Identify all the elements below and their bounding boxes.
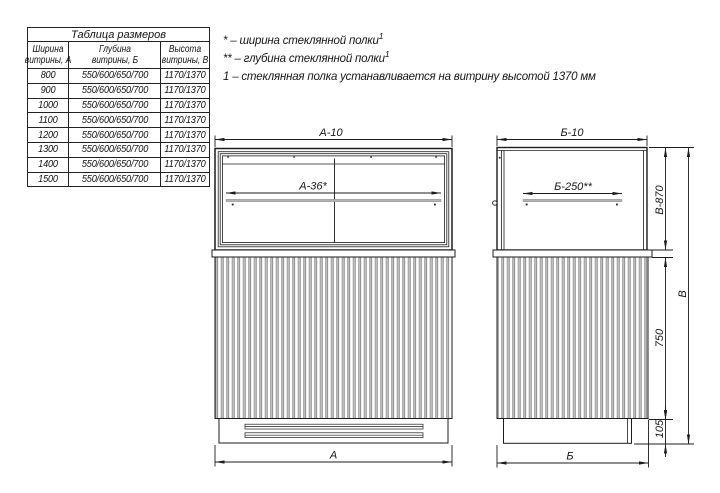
side-glass-shelf (522, 199, 623, 202)
footnotes: * – ширина стеклянной полки1 ** – глубин… (223, 32, 596, 86)
front-corrugated-body (214, 256, 453, 419)
side-dim-width-label: Б (566, 451, 573, 463)
side-dim-glass-height-label: В-870 (654, 184, 666, 214)
side-corrugated-body (496, 256, 649, 419)
side-counter-band (492, 249, 653, 258)
side-dim-plinth-height-label: 105 (654, 419, 666, 438)
side-dim-shelf-label: Б-250** (554, 181, 592, 193)
side-view (492, 135, 694, 468)
front-glass-shelf (225, 199, 442, 202)
front-counter-band (211, 249, 456, 258)
front-plinth (218, 418, 449, 444)
front-dim-top (214, 135, 453, 147)
table-cell: 1170/1370 (159, 97, 211, 114)
dimension-labels: А-10 А-36* А Б-10 Б-250** Б В-870 750 10… (298, 127, 689, 463)
front-dim-shelf (226, 191, 441, 195)
side-plinth (503, 418, 632, 444)
side-dim-top (496, 135, 648, 146)
footnote-shelf-height: 1 – стеклянная полка устанавливается на … (223, 71, 596, 83)
table-cell: 1500 (27, 171, 69, 188)
front-dim-top-label: А-10 (318, 127, 343, 139)
front-dim-width-label: А (329, 450, 337, 462)
footnote-shelf-depth: ** – глубина стеклянной полки1 (223, 49, 390, 65)
side-dims-right (634, 147, 694, 457)
side-dim-width (496, 419, 649, 468)
front-dim-shelf-label: А-36* (298, 181, 327, 193)
door-lock (492, 200, 498, 206)
side-glass-cabinet (492, 146, 648, 251)
side-dim-top-label: Б-10 (560, 127, 584, 139)
footnote-shelf-width: * – ширина стеклянной полки1 (223, 31, 384, 47)
side-dim-total-height-label: В (677, 290, 689, 297)
front-glass-cabinet (214, 147, 453, 251)
side-dim-shelf (523, 191, 622, 196)
table-cell: 1170/1370 (159, 171, 211, 188)
front-dim-width (214, 445, 453, 467)
front-view (211, 135, 456, 467)
side-dim-body-height-label: 750 (654, 328, 666, 347)
